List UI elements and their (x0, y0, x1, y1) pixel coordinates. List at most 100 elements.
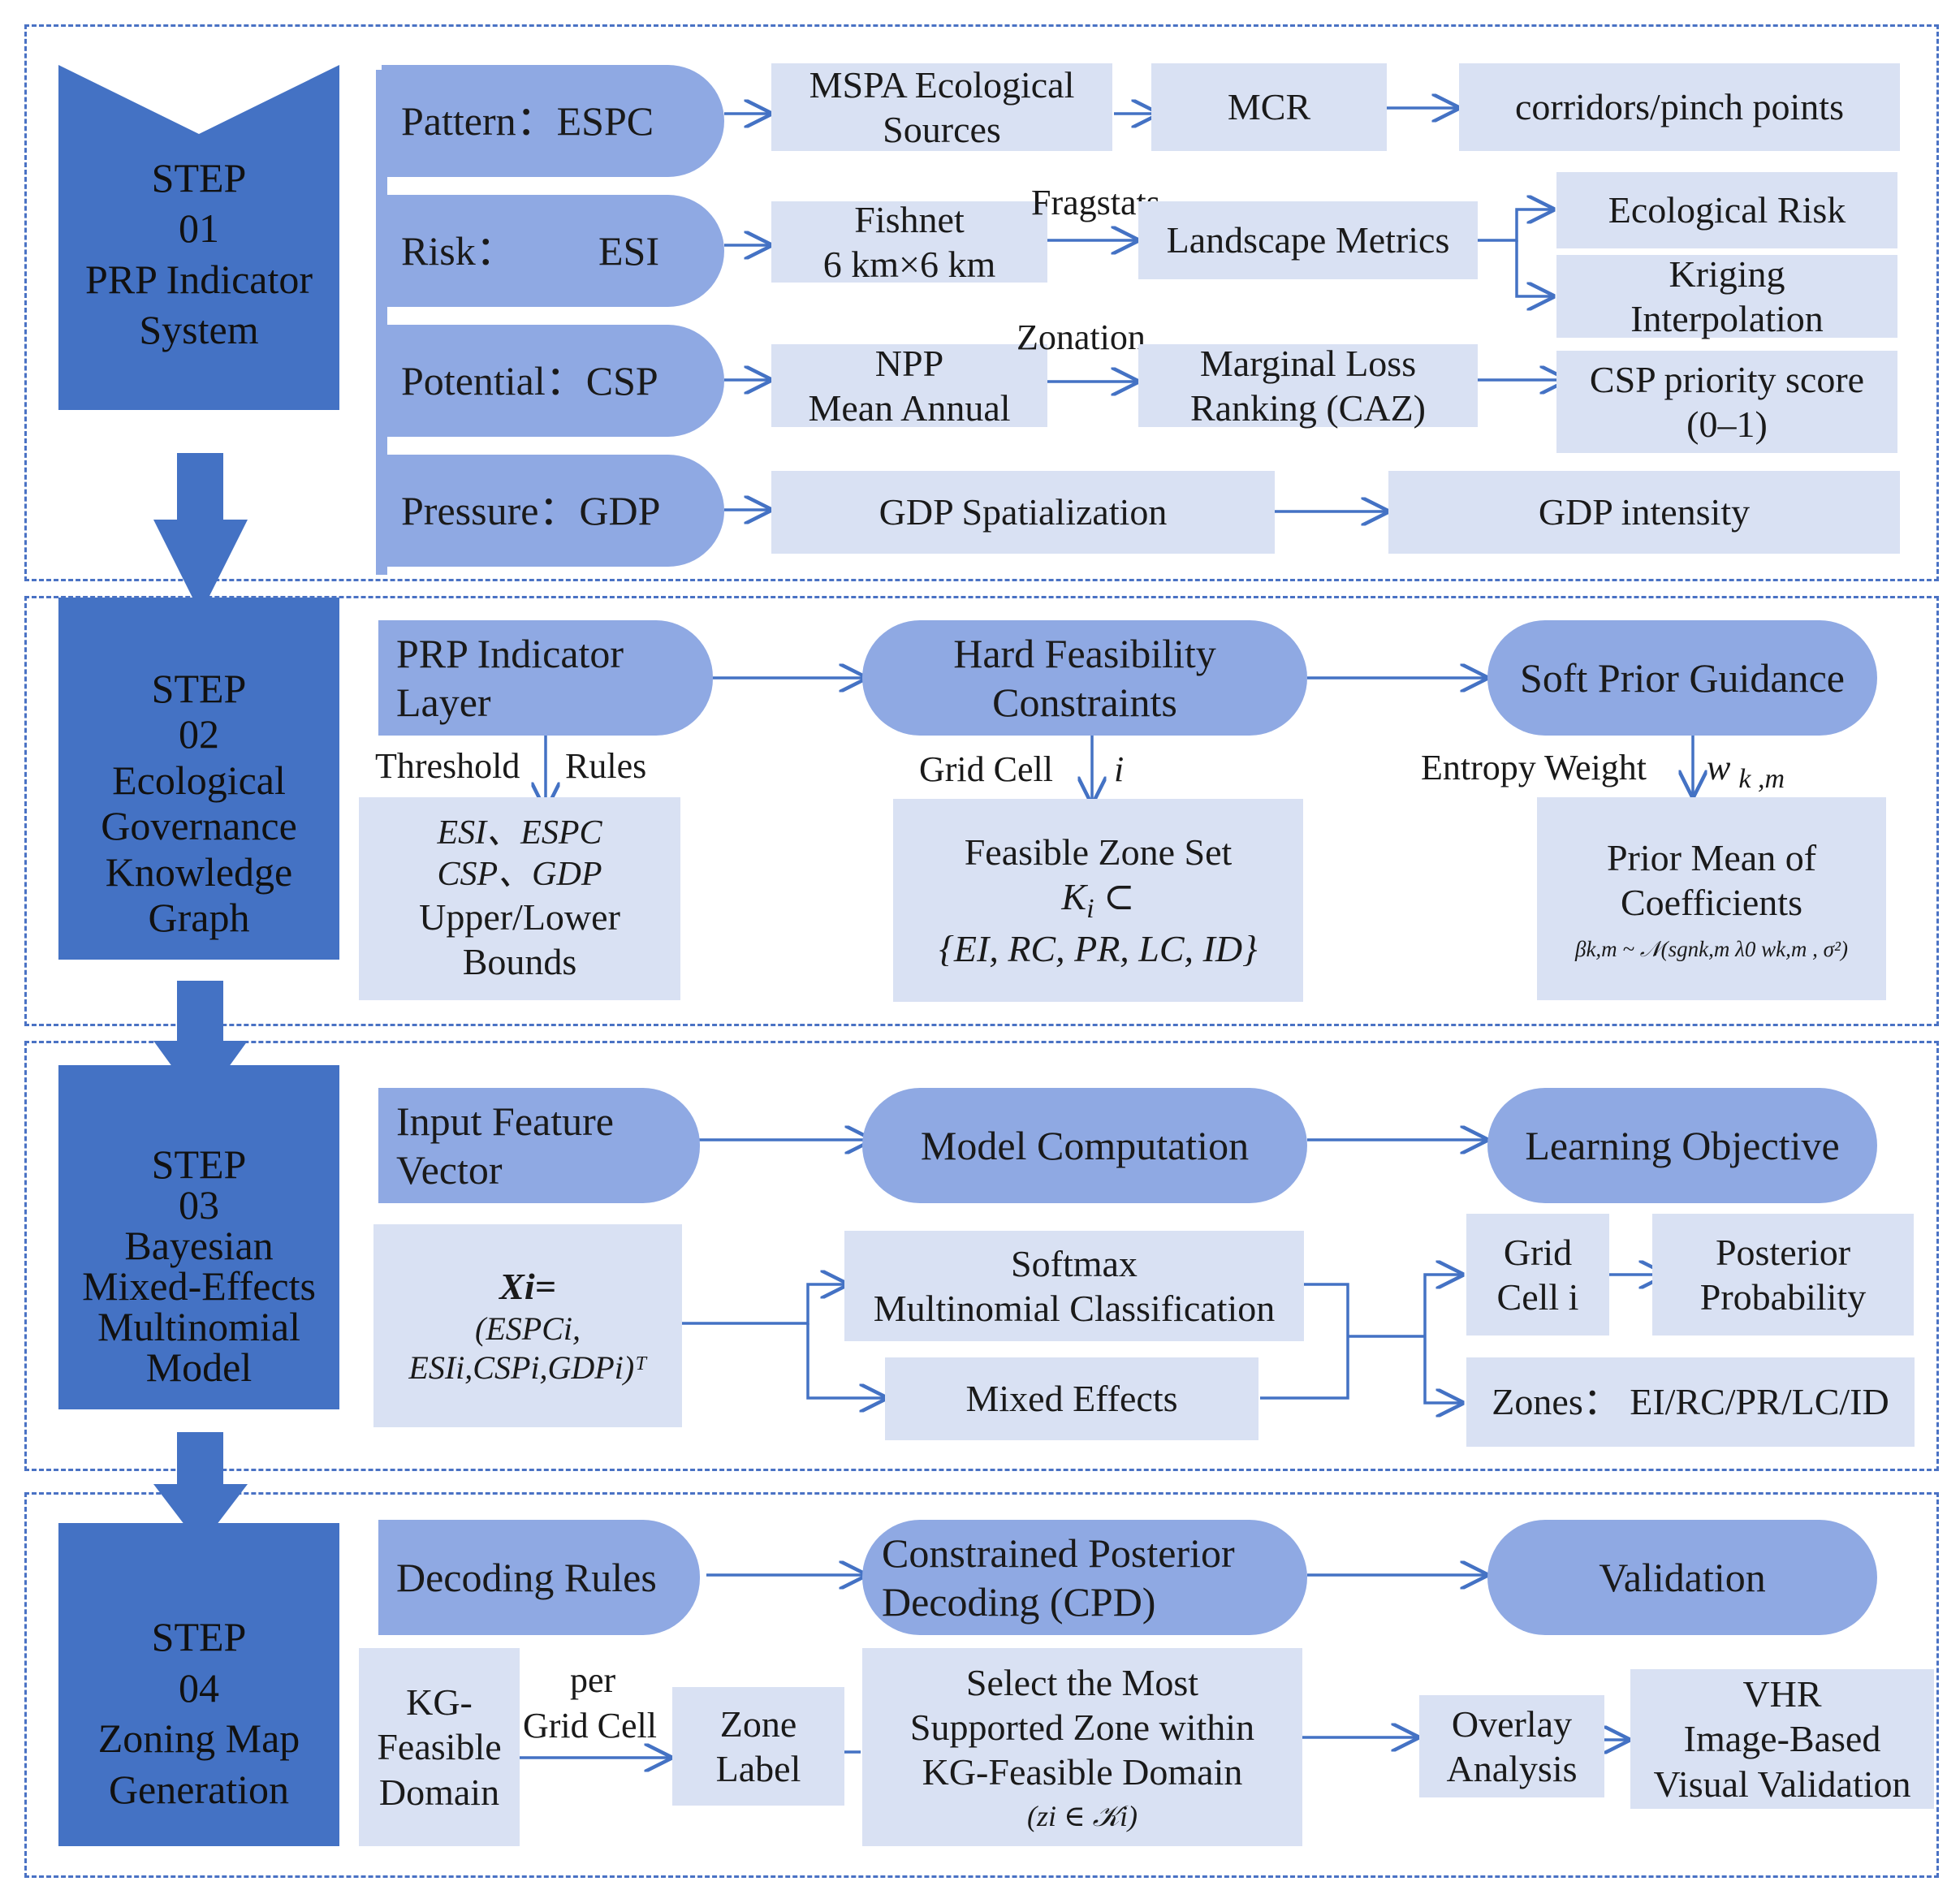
box-line: Hard Feasibility (953, 631, 1216, 676)
ecological-risk-box: Ecological Risk (1556, 172, 1897, 248)
step-text: 02 (179, 711, 219, 757)
box-line: Grid (1503, 1231, 1573, 1273)
box-line: Mean Annual (808, 387, 1011, 429)
row-label-b: GDP (579, 488, 661, 533)
step-down-arrow-3 (153, 1432, 248, 1546)
step-down-arrow-1 (153, 453, 248, 614)
box-line: Upper/Lower (419, 896, 620, 939)
step-text: Generation (108, 1766, 290, 1812)
step-03-label: STEP 03 Bayesian Mixed-Effects Multinomi… (58, 1065, 339, 1409)
bounds-vars: CSP、GDP (437, 855, 602, 893)
box-line: (0–1) (1686, 403, 1768, 445)
step-text: STEP (151, 154, 247, 201)
box-line: Feasible Zone Set (964, 831, 1233, 873)
box-line: Learning Objective (1525, 1123, 1840, 1168)
decoding-rules-tab: Decoding Rules (378, 1520, 700, 1635)
kg-domain-box: KG- Feasible Domain (359, 1648, 520, 1846)
box-line: Soft Prior Guidance (1520, 655, 1845, 701)
threshold-label: Threshold (375, 746, 520, 786)
step-text: Model (145, 1344, 253, 1390)
box-line: Overlay (1451, 1702, 1573, 1745)
box-line: Constrained Posterior (882, 1530, 1235, 1576)
box-line: Validation (1599, 1555, 1766, 1600)
box-line: GDP Spatialization (879, 491, 1168, 533)
zonation-label: Zonation (1017, 317, 1146, 357)
step-01-label: STEP 01 PRP Indicator System (58, 65, 339, 410)
box-line: Bounds (462, 941, 577, 983)
box-line: MSPA Ecological (809, 63, 1075, 106)
softmax-box: Softmax Multinomial Classification (844, 1231, 1304, 1341)
box-line: Prior Mean of (1606, 836, 1817, 878)
box-line: corridors/pinch points (1515, 86, 1844, 128)
select-zone-box: Select the Most Supported Zone within KG… (862, 1648, 1302, 1846)
landscape-metrics-box: Landscape Metrics (1138, 201, 1478, 279)
row-label-b: ESPC (556, 98, 654, 144)
x-line: (ESPCi, (475, 1310, 581, 1347)
box-line: Ranking (CAZ) (1189, 387, 1426, 429)
grid-index-label: i (1114, 749, 1125, 789)
pressure-tab: Pressure：GDP (382, 455, 724, 567)
step1-frame (24, 24, 1939, 581)
box-line: Fishnet (854, 198, 965, 240)
prior-mean-box: Prior Mean of Coefficients βk,m ~ 𝒩(sgnk… (1537, 797, 1886, 1000)
soft-prior-pill: Soft Prior Guidance (1487, 620, 1877, 736)
model-computation-pill: Model Computation (862, 1088, 1307, 1203)
per-label: per (570, 1660, 616, 1700)
box-line: Ecological Risk (1608, 189, 1846, 231)
gdp-intensity-box: GDP intensity (1388, 471, 1900, 554)
feasible-zone-box: Feasible Zone Set Ki ⊂ {EI, RC, PR, LC, … (893, 799, 1303, 1002)
box-line: Analysis (1446, 1748, 1578, 1789)
step-04-label: STEP 04 Zoning Map Generation (58, 1523, 339, 1846)
box-line: Interpolation (1630, 298, 1824, 339)
box-line: VHR (1742, 1673, 1822, 1715)
step-text: Multinomial (97, 1304, 300, 1349)
zone-set: {EI, RC, PR, LC, ID} (939, 927, 1258, 969)
input-feature-tab: Input Feature Vector (378, 1088, 700, 1203)
box-line: Vector (396, 1147, 503, 1193)
corridors-box: corridors/pinch points (1459, 63, 1900, 151)
zones-box: Zones： EI/RC/PR/LC/ID (1466, 1357, 1915, 1447)
k-symbol: K (1061, 876, 1087, 917)
row-label-a: Risk： (401, 228, 516, 274)
box-line: Constraints (992, 680, 1177, 725)
overlay-analysis-box: Overlay Analysis (1419, 1695, 1604, 1797)
npp-box: NPP Mean Annual (771, 343, 1047, 429)
fishnet-box: Fishnet 6 km×6 km (771, 199, 1047, 285)
grid-cell-label: Grid Cell (919, 749, 1053, 789)
step-text: Graph (148, 895, 250, 940)
bounds-vars: ESI、ESPC (437, 814, 602, 852)
box-line: KG- (406, 1681, 473, 1724)
step-text: PRP Indicator (84, 256, 313, 302)
row-label-b: CSP (585, 358, 658, 403)
box-line: Mixed Effects (965, 1378, 1178, 1420)
csp-priority-box: CSP priority score (0–1) (1556, 351, 1897, 453)
select-formula: (zi ∈ 𝒦i) (1026, 1800, 1138, 1833)
vhr-validation-box: VHR Image-Based Visual Validation (1630, 1669, 1934, 1809)
box-line: Coefficients (1621, 881, 1802, 923)
box-line: Label (715, 1748, 801, 1789)
feature-vector-box: Xi= (ESPCi, ESIi,CSPi,GDPi)ᵀ (373, 1224, 682, 1427)
step-text: Governance (101, 803, 297, 848)
step2-frame (24, 596, 1939, 1026)
mixed-effects-box: Mixed Effects (885, 1357, 1258, 1440)
x-line: ESIi,CSPi,GDPi)ᵀ (408, 1348, 647, 1386)
subset-symbol: ⊂ (1103, 876, 1135, 917)
posterior-box: Posterior Probability (1652, 1214, 1914, 1336)
cpd-pill: Constrained Posterior Decoding (CPD) (862, 1520, 1307, 1635)
step-text: 01 (179, 205, 219, 251)
step3-frame (24, 1041, 1939, 1471)
row-label-a: Pressure： (401, 488, 580, 533)
box-line: Decoding Rules (396, 1555, 657, 1600)
box-line: Sources (883, 109, 1001, 150)
box-line: KG-Feasible Domain (922, 1751, 1243, 1793)
box-line: Supported Zone within (909, 1706, 1255, 1748)
prp-indicator-layer-tab: PRP Indicator Layer (378, 620, 713, 736)
w-subscript: k ,m (1738, 763, 1785, 794)
step-text: Knowledge (105, 848, 293, 895)
box-line: Image-Based (1683, 1718, 1881, 1760)
box-line: Cell i (1496, 1276, 1579, 1318)
row-label-a: Potential： (401, 358, 586, 403)
per-grid-cell-label: Grid Cell (523, 1706, 657, 1745)
step-text: STEP (151, 1614, 247, 1659)
